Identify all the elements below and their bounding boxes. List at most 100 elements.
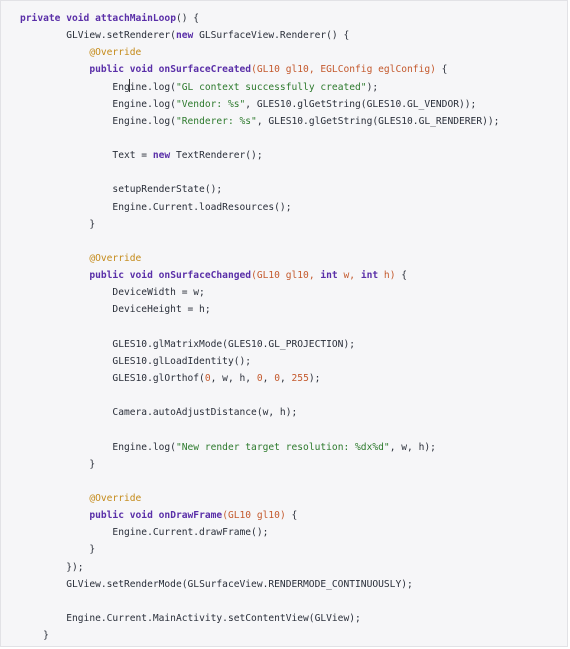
code-token-keyword: public bbox=[89, 510, 124, 522]
text-caret bbox=[129, 79, 130, 92]
code-token-method: onSurfaceChanged bbox=[158, 270, 252, 282]
code-token-param: h) bbox=[378, 270, 396, 282]
code-indent bbox=[20, 82, 112, 93]
code-token-plain: GLView.setRenderMode(GLSurfaceView.RENDE… bbox=[66, 578, 413, 590]
code-indent bbox=[20, 356, 112, 367]
code-token-plain: Engine.Current.drawFrame(); bbox=[112, 527, 269, 539]
code-indent bbox=[20, 459, 89, 470]
code-indent bbox=[20, 562, 66, 573]
code-token-plain: Engine.log( bbox=[112, 81, 176, 93]
code-token-plain: { bbox=[435, 64, 448, 76]
code-line bbox=[20, 233, 499, 250]
code-token-keyword: new bbox=[175, 30, 194, 42]
code-token-keyword: private bbox=[20, 13, 61, 24]
code-indent bbox=[20, 30, 66, 41]
code-token-method: onSurfaceCreated bbox=[158, 64, 252, 76]
code-token-plain: , GLES10.glGetString(GLES10.GL_VENDOR)); bbox=[245, 98, 477, 110]
code-token-plain: , GLES10.glGetString(GLES10.GL_RENDERER)… bbox=[256, 115, 500, 127]
code-indent bbox=[20, 99, 112, 110]
code-token-plain: { bbox=[285, 510, 298, 522]
code-line: DeviceHeight = h; bbox=[20, 301, 499, 318]
code-line: Engine.log("Renderer: %s", GLES10.glGetS… bbox=[20, 113, 499, 130]
code-line: }); bbox=[20, 559, 499, 576]
code-token-plain: Engine.Current.loadResources(); bbox=[112, 201, 292, 213]
code-token-plain: setupRenderState(); bbox=[112, 184, 223, 196]
code-token-param: (GL10 gl10, EGLConfig eglConfig) bbox=[251, 64, 436, 76]
code-indent bbox=[20, 202, 112, 213]
code-token-plain: } bbox=[89, 458, 96, 470]
code-indent bbox=[20, 64, 89, 75]
code-token-plain: , w, h); bbox=[389, 441, 436, 453]
code-line: } bbox=[20, 627, 499, 644]
code-line: @Override bbox=[20, 250, 499, 267]
code-line: public void onSurfaceCreated(GL10 gl10, … bbox=[20, 61, 499, 78]
code-token-keyword: int bbox=[360, 270, 379, 282]
code-token-annotation: @Override bbox=[89, 252, 142, 264]
code-line: Engine.log("New render target resolution… bbox=[20, 439, 499, 456]
code-indent bbox=[20, 270, 89, 281]
code-token-plain: DeviceHeight = h; bbox=[112, 304, 211, 316]
code-token-plain: GLES10.glOrthof( bbox=[112, 372, 205, 384]
code-line: @Override bbox=[20, 490, 499, 507]
code-token-keyword: public bbox=[89, 270, 124, 282]
code-indent bbox=[20, 116, 112, 127]
code-line: GLView.setRenderer(new GLSurfaceView.Ren… bbox=[20, 27, 499, 44]
code-token-keyword: void bbox=[129, 64, 153, 76]
code-token-plain: ); bbox=[308, 372, 321, 384]
code-line: } bbox=[20, 541, 499, 558]
code-token-plain: DeviceWidth = w; bbox=[112, 287, 205, 299]
code-line: } bbox=[20, 216, 499, 233]
code-token-plain: , bbox=[262, 372, 275, 384]
code-token-plain: GLES10.glLoadIdentity(); bbox=[112, 355, 252, 367]
code-indent bbox=[20, 219, 89, 230]
code-indent bbox=[20, 527, 112, 538]
code-token-plain: } bbox=[89, 218, 96, 230]
code-token-plain: }); bbox=[66, 561, 84, 573]
code-line: Engine.Current.MainActivity.setContentVi… bbox=[20, 610, 499, 627]
code-token-keyword: int bbox=[320, 270, 338, 282]
code-indent bbox=[20, 407, 112, 418]
code-indent bbox=[20, 253, 89, 264]
code-token-string: "GL context successfully created" bbox=[175, 81, 367, 93]
code-indent bbox=[20, 287, 112, 298]
code-line: Camera.autoAdjustDistance(w, h); bbox=[20, 404, 499, 421]
code-indent bbox=[20, 579, 66, 590]
code-token-param: w, bbox=[337, 270, 361, 282]
code-token-method: attachMainLoop bbox=[95, 13, 176, 24]
code-indent bbox=[20, 304, 112, 315]
code-token-string: "Renderer: %s" bbox=[175, 115, 257, 127]
code-token-annotation: @Override bbox=[89, 492, 142, 504]
code-token-plain: GLView.setRenderer( bbox=[66, 30, 176, 42]
code-line bbox=[20, 164, 499, 181]
code-line bbox=[20, 130, 499, 147]
code-line: GLES10.glOrthof(0, w, h, 0, 0, 255); bbox=[20, 370, 499, 387]
code-line: Engine.log("GL context successfully crea… bbox=[20, 79, 499, 96]
code-token-plain: GLSurfaceView.Renderer() { bbox=[193, 30, 350, 42]
code-line: public void onSurfaceChanged(GL10 gl10, … bbox=[20, 267, 499, 284]
code-token-number: 0 bbox=[204, 372, 211, 384]
code-token-plain: } bbox=[43, 630, 49, 642]
code-indent bbox=[20, 150, 112, 161]
code-token-keyword: void bbox=[129, 510, 153, 522]
code-token-method: onDrawFrame bbox=[158, 510, 223, 522]
code-line: Text = new TextRenderer(); bbox=[20, 147, 499, 164]
code-block[interactable]: private void attachMainLoop() { GLView.s… bbox=[20, 10, 499, 644]
code-indent bbox=[20, 613, 66, 624]
code-token-string: "New render target resolution: %dx%d" bbox=[175, 441, 390, 453]
code-token-keyword: public bbox=[89, 64, 124, 76]
code-line bbox=[20, 473, 499, 490]
code-line: setupRenderState(); bbox=[20, 181, 499, 198]
code-indent bbox=[20, 493, 89, 504]
code-indent bbox=[20, 184, 112, 195]
code-line: GLES10.glLoadIdentity(); bbox=[20, 353, 499, 370]
code-token-plain: { bbox=[395, 270, 408, 282]
code-line: private void attachMainLoop() { bbox=[20, 10, 499, 27]
code-line bbox=[20, 319, 499, 336]
code-token-plain: } bbox=[89, 544, 96, 556]
code-token-plain: Engine.log( bbox=[112, 98, 176, 110]
code-token-string: "Vendor: %s" bbox=[175, 98, 246, 110]
code-token-plain: TextRenderer(); bbox=[170, 150, 263, 162]
code-indent bbox=[20, 339, 112, 350]
code-token-plain: Engine.log( bbox=[112, 441, 176, 453]
